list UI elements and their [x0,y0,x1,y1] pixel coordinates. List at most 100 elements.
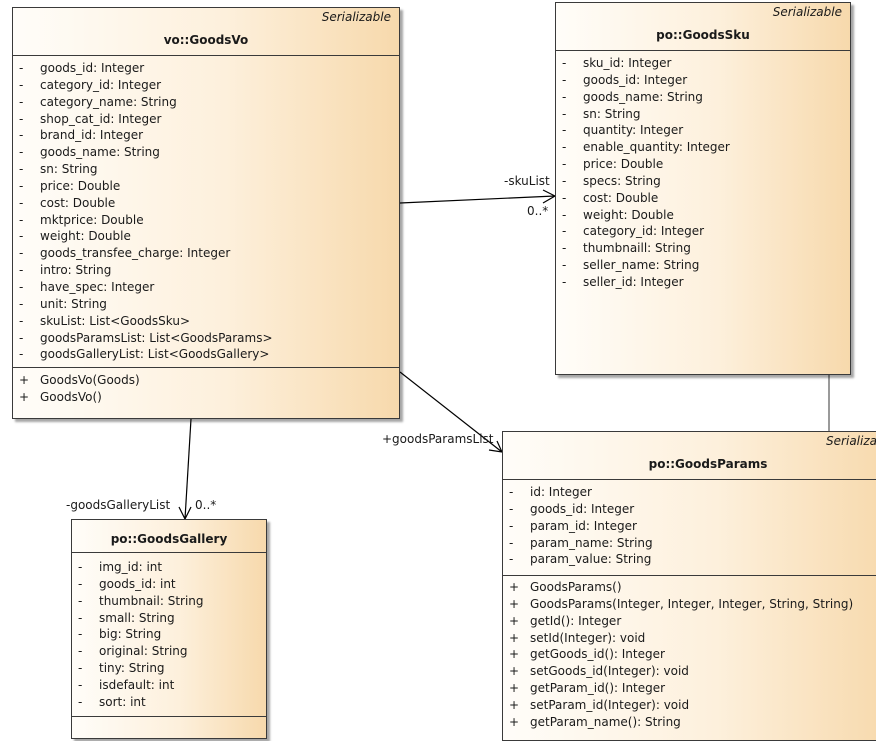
attribute-text: goods_name: String [583,89,703,104]
class-goodsvo[interactable]: Serializable vo::GoodsVo -goods_id: Inte… [12,7,400,419]
attribute-text: price: Double [40,178,121,193]
visibility-marker: - [19,313,24,328]
operation-row: +GoodsParams(Integer, Integer, Integer, … [503,596,876,613]
attribute-row: -unit: String [13,296,399,313]
visibility-marker: - [19,330,24,345]
visibility-marker: - [19,77,24,92]
operations-separator [13,367,399,368]
attribute-text: id: Integer [530,485,592,499]
attribute-text: seller_name: String [583,258,700,273]
attribute-row: -original: String [72,643,266,660]
attribute-text: have_spec: Integer [40,279,155,294]
visibility-marker: - [562,106,567,121]
goodsgallerylist-role-label: -goodsGalleryList [66,498,171,512]
operation-list: +GoodsParams()+GoodsParams(Integer, Inte… [503,579,876,731]
visibility-marker: - [562,207,567,222]
visibility-marker: + [19,373,30,387]
visibility-marker: - [509,518,514,533]
visibility-marker: - [562,173,567,188]
attribute-row: -goods_id: Integer [13,60,399,77]
class-goodsparams[interactable]: Serializa po::GoodsParams -id: Integer-g… [502,431,876,741]
visibility-marker: - [78,610,83,625]
attribute-row: -shop_cat_id: Integer [13,111,399,128]
operation-row: +GoodsVo() [13,389,399,406]
visibility-marker: - [78,644,83,659]
attribute-row: -enable_quantity: Integer [556,139,850,156]
attribute-row: -skuList: List<GoodsSku> [13,313,399,330]
attribute-text: unit: String [40,296,107,311]
attribute-text: thumbnaill: String [583,241,691,256]
attribute-row: -goodsGalleryList: List<GoodsGallery> [13,346,399,363]
class-goodsgallery[interactable]: po::GoodsGallery -img_id: int-goods_id: … [71,519,267,739]
visibility-marker: - [19,347,24,362]
visibility-marker: + [19,389,30,404]
name-separator [503,479,876,480]
visibility-marker: - [19,212,24,227]
attribute-text: sort: int [99,694,146,709]
attribute-row: - price: Double [13,178,399,195]
attribute-row: -weight: Double [13,228,399,245]
attribute-text: seller_id: Integer [583,274,684,289]
visibility-marker: - [19,128,24,143]
visibility-marker: - [19,229,24,244]
attribute-text: thumbnail: String [99,593,204,608]
attribute-row: -intro: String [13,262,399,279]
attribute-text: goods_id: Integer [530,501,635,516]
attribute-text: goods_id: Integer [40,61,145,75]
name-separator [13,55,399,56]
attribute-row: -goods_name: String [556,89,850,106]
visibility-marker: - [19,162,24,177]
visibility-marker: - [562,274,567,289]
attribute-text: cost: Double [40,195,116,210]
attribute-text: cost: Double [583,190,659,205]
stereotype-label: Serializable [772,5,842,19]
operation-row: +GoodsParams() [503,579,876,596]
attribute-row: - price: Double [556,156,850,173]
visibility-marker: + [509,697,520,712]
attribute-text: tiny: String [99,661,165,676]
attribute-row: - brand_id: Integer [13,127,399,144]
visibility-marker: - [509,535,514,550]
attribute-text: quantity: Integer [583,123,684,138]
attribute-text: price: Double [583,157,664,172]
visibility-marker: - [562,190,567,205]
visibility-marker: - [562,123,567,138]
operations-separator [503,575,876,576]
visibility-marker: - [562,241,567,256]
stereotype-label: Serializable [321,10,391,24]
visibility-marker: - [562,157,567,172]
visibility-marker: - [19,279,24,294]
attribute-text: small: String [99,610,175,625]
attribute-text: sku_id: Integer [583,56,672,70]
visibility-marker: - [19,195,24,210]
attribute-row: - small: String [72,610,266,627]
association-skulist [399,189,557,204]
attribute-row: -big: String [72,626,266,643]
attribute-row: -tiny: String [72,660,266,677]
attribute-text: mktprice: Double [40,212,144,227]
operation-text: setParam_id(Integer): void [530,697,690,712]
class-goodssku[interactable]: Serializable po::GoodsSku -sku_id: Integ… [555,2,851,375]
visibility-marker: + [509,580,520,594]
visibility-marker: - [78,593,83,608]
visibility-marker: + [509,613,520,628]
visibility-marker: - [19,94,24,109]
visibility-marker: + [509,596,520,611]
attribute-row: - thumbnaill: String [556,240,850,257]
attribute-text: img_id: int [99,560,163,574]
attribute-text: specs: String [583,173,661,188]
attribute-row: - cost: Double [556,190,850,207]
attribute-text: goods_id: Integer [583,72,688,87]
attribute-text: goods_transfee_charge: Integer [40,246,231,261]
association-goodsgallerylist [178,418,192,521]
attribute-row: -category_id: Integer [556,223,850,240]
visibility-marker: + [509,714,520,729]
visibility-marker: - [509,485,514,499]
visibility-marker: - [19,178,24,193]
operation-text: getParam_id(): Integer [530,681,666,696]
attribute-row: -param_name: String [503,535,876,552]
attribute-text: sn: String [40,162,98,177]
attribute-text: brand_id: Integer [40,128,144,143]
attribute-row: -seller_name: String [556,257,850,274]
operation-row: +getParam_name(): String [503,714,876,731]
